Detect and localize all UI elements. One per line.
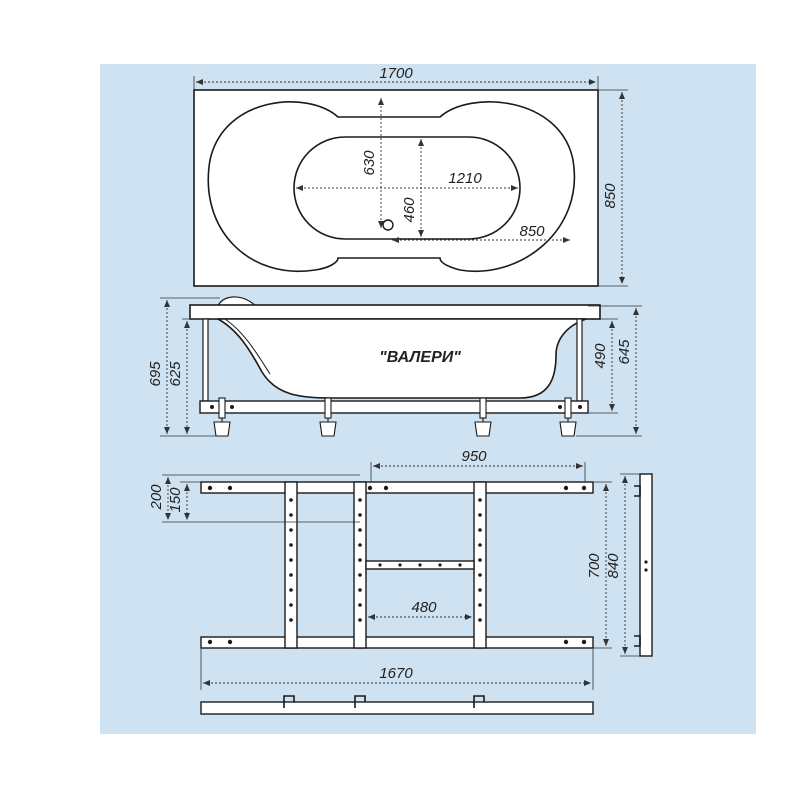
dim-150-label: 150 <box>167 487 184 513</box>
dim-850-vertical-label: 850 <box>602 183 619 209</box>
dim-630-label: 630 <box>361 150 378 176</box>
dim-695-label: 695 <box>147 361 164 387</box>
dim-840-label: 840 <box>605 553 622 579</box>
frame-top-rail <box>200 481 594 494</box>
dim-460-label: 460 <box>401 197 418 223</box>
frame-upright-2 <box>353 481 367 649</box>
dim-1700-label: 1700 <box>379 65 413 82</box>
tub-inner-oval <box>293 136 521 240</box>
dim-625-label: 625 <box>167 361 184 387</box>
frame-leg-left <box>202 318 209 402</box>
side-rim <box>189 304 601 320</box>
dim-645-label: 645 <box>616 339 633 365</box>
dim-700-label: 700 <box>586 553 603 579</box>
foot-1 <box>213 397 231 437</box>
foot-4 <box>559 397 577 437</box>
dim-850-horizontal-label: 850 <box>519 223 545 240</box>
dim-1210-label: 1210 <box>448 170 482 187</box>
foot-2 <box>319 397 337 437</box>
top-view: 1700 850 630 1210 460 850 <box>193 65 628 287</box>
model-name-label: "ВАЛЕРИ" <box>379 349 461 366</box>
adjustable-feet <box>213 397 577 437</box>
dim-480-label: 480 <box>411 599 437 616</box>
frame-upright-3 <box>473 481 487 649</box>
side-tub-inner-line <box>224 318 271 375</box>
frame-rail-holes <box>210 405 582 409</box>
frame-bottom-rail <box>200 636 594 649</box>
dim-1670-label: 1670 <box>379 665 413 682</box>
foot-3 <box>474 397 492 437</box>
frame-view: 950 200 150 480 700 840 1 <box>148 448 653 715</box>
bottom-profile-brackets <box>283 695 485 708</box>
dim-490-label: 490 <box>592 343 609 369</box>
frame-end-profile <box>639 473 653 657</box>
side-view: "ВАЛЕРИ" 695 625 490 645 <box>147 296 642 437</box>
drain-icon <box>382 219 394 231</box>
frame-upright-1 <box>284 481 298 649</box>
dim-950-label: 950 <box>461 448 487 465</box>
frame-leg-right <box>576 318 583 402</box>
end-profile-brackets <box>634 485 641 647</box>
dim-200-label: 200 <box>148 484 165 511</box>
frame-holes <box>207 485 587 645</box>
end-profile-holes <box>644 560 648 572</box>
frame-bottom-profile <box>200 701 594 715</box>
side-frame-rail <box>199 400 589 414</box>
